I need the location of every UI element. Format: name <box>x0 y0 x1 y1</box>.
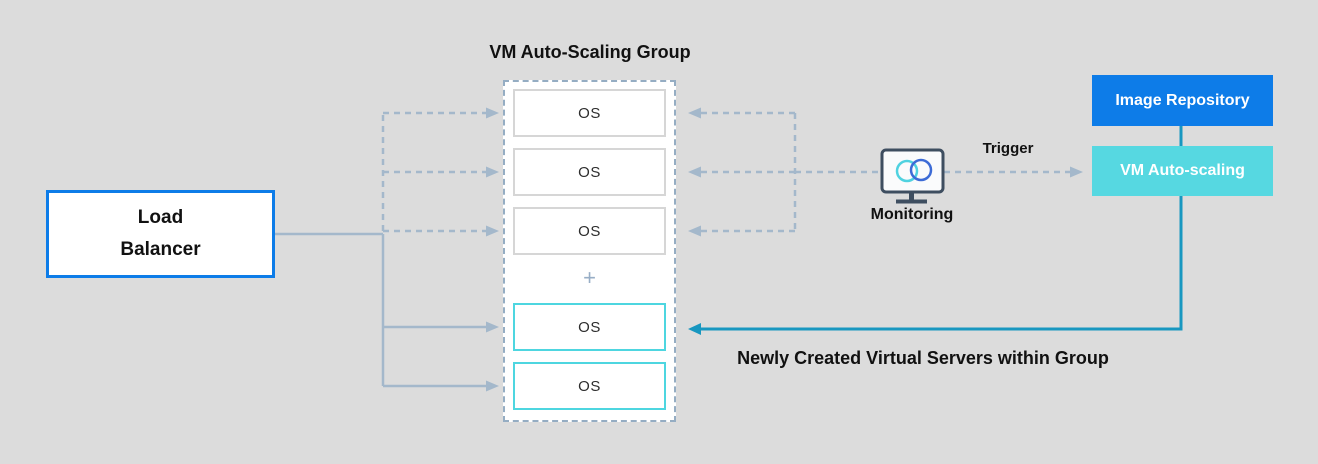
scaling-group-container: OS OS OS + OS OS <box>503 80 676 422</box>
vm-auto-scaling-box: VM Auto-scaling <box>1092 146 1273 196</box>
bottom-caption: Newly Created Virtual Servers within Gro… <box>737 348 1109 368</box>
monitor-venn-icon <box>880 148 945 204</box>
load-balancer-dashed-connectors <box>381 107 499 237</box>
load-balancer-label-line2: Balancer <box>120 239 201 260</box>
trigger-arrow <box>944 166 1083 178</box>
group-title: VM Auto-Scaling Group <box>489 42 691 62</box>
load-balancer-box: Load Balancer <box>46 190 275 278</box>
image-repository-box: Image Repository <box>1092 75 1273 126</box>
os-box-new-2: OS <box>513 362 666 410</box>
image-repository-label: Image Repository <box>1115 91 1250 109</box>
os-box-existing-1: OS <box>513 89 666 137</box>
vm-auto-scaling-label: VM Auto-scaling <box>1120 162 1245 179</box>
os-box-existing-3: OS <box>513 207 666 255</box>
os-box-existing-2: OS <box>513 148 666 196</box>
os-box-new-1: OS <box>513 303 666 351</box>
load-balancer-solid-connectors <box>275 232 499 392</box>
load-balancer-label-line1: Load <box>137 207 184 228</box>
plus-icon: + <box>583 265 596 290</box>
trigger-label: Trigger <box>982 140 1034 157</box>
monitoring-label: Monitoring <box>870 206 954 223</box>
